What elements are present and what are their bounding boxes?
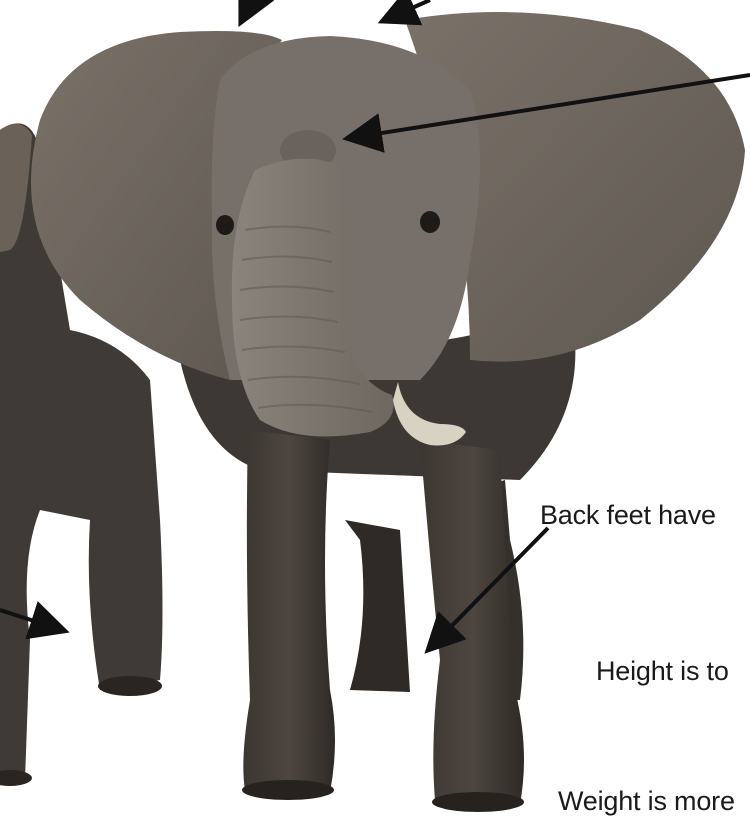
right-eye — [420, 211, 440, 233]
arrow-top-left — [242, 0, 252, 20]
left-eye — [216, 215, 234, 235]
arrow-top-center — [385, 0, 430, 20]
height-label: Height is to — [596, 656, 729, 687]
back-feet-label: Back feet have — [540, 500, 716, 531]
weight-label: Weight is more — [558, 786, 735, 817]
